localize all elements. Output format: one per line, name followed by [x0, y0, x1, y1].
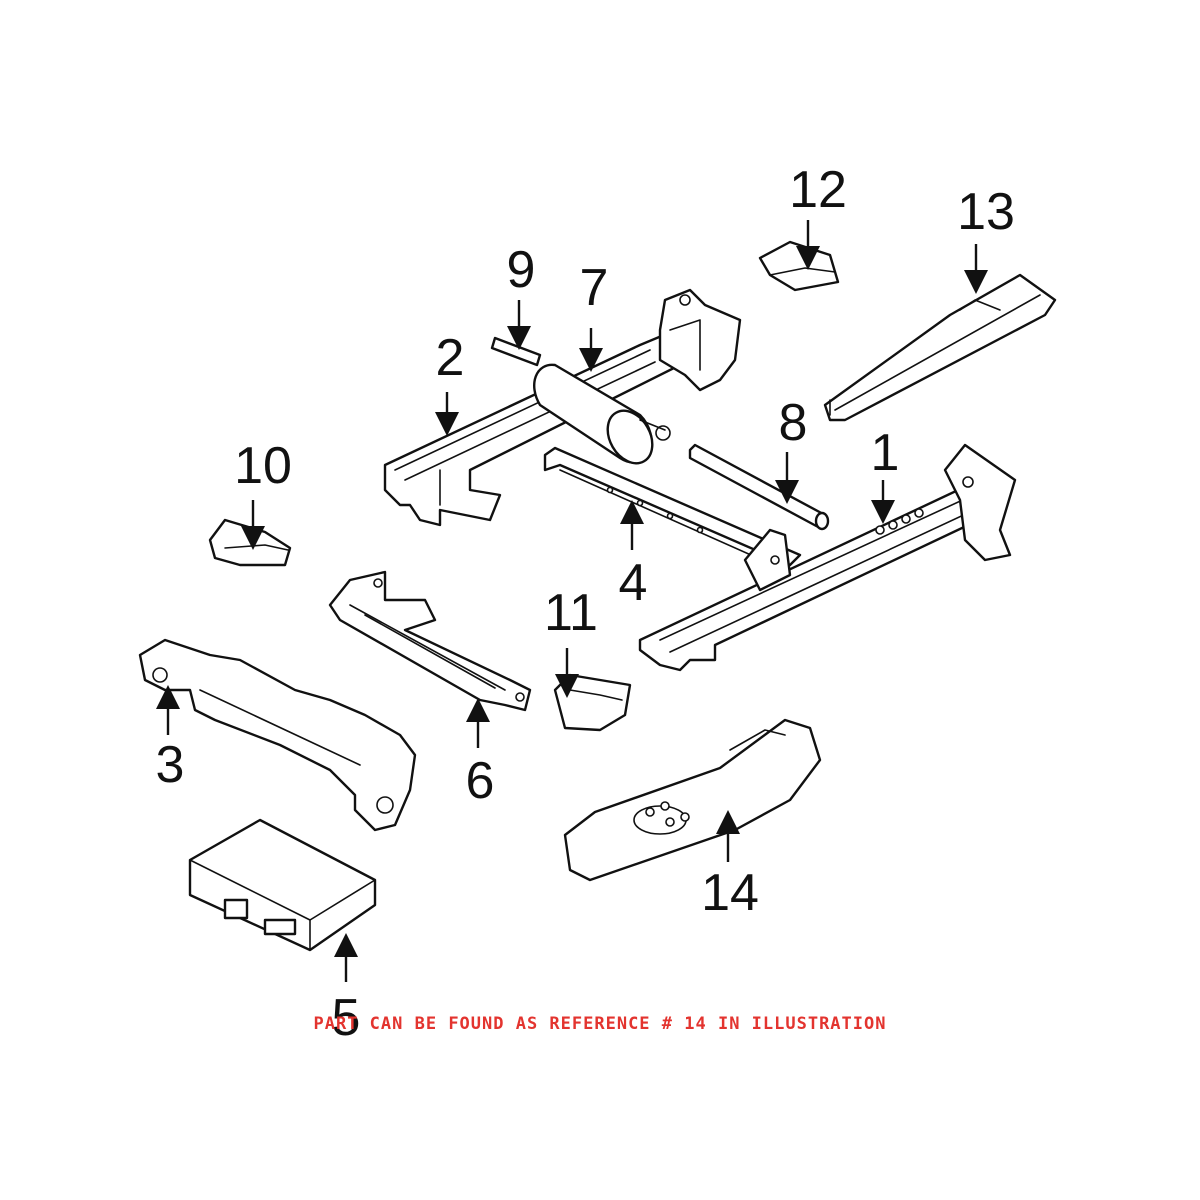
- callout-11: 11: [544, 584, 598, 642]
- callout-7: 7: [580, 259, 609, 317]
- part-9-pin[interactable]: [490, 336, 542, 367]
- callout-14: 14: [701, 864, 759, 922]
- part-4-cross-tube[interactable]: [543, 446, 802, 569]
- part-2-rear-bracket[interactable]: [658, 288, 742, 392]
- part-13-outer-rail[interactable]: [823, 273, 1057, 422]
- callout-10: 10: [234, 437, 292, 495]
- part-3-side-panel[interactable]: [138, 638, 417, 832]
- callout-6: 6: [466, 752, 495, 810]
- part-14-seat-switch-trim[interactable]: [563, 718, 822, 882]
- part-6-support-bracket[interactable]: [328, 570, 532, 712]
- part-7-seat-motor[interactable]: [533, 363, 671, 471]
- callout-13: 13: [957, 183, 1015, 241]
- part-10-track-cover[interactable]: [208, 518, 292, 567]
- part-12-track-cover[interactable]: [758, 240, 840, 292]
- reference-note: PART CAN BE FOUND AS REFERENCE # 14 IN I…: [314, 1014, 887, 1034]
- part-5-control-module[interactable]: [188, 818, 377, 952]
- callout-4: 4: [619, 554, 648, 612]
- callout-12: 12: [789, 161, 847, 219]
- part-1-rear-bracket[interactable]: [943, 443, 1017, 562]
- callout-1: 1: [871, 424, 900, 482]
- part-8-drive-cable[interactable]: [688, 443, 830, 531]
- callout-3: 3: [156, 736, 185, 794]
- callout-arrows: [156, 220, 988, 982]
- callout-2: 2: [436, 329, 465, 387]
- callout-5: 5: [332, 989, 361, 1047]
- callout-labels: 1 2 3 4 5 6 7 8 9 10 11 12 13 14: [156, 161, 1015, 1047]
- callout-9: 9: [507, 241, 536, 299]
- callout-8: 8: [779, 394, 808, 452]
- part-1-right-seat-track[interactable]: [638, 473, 1012, 672]
